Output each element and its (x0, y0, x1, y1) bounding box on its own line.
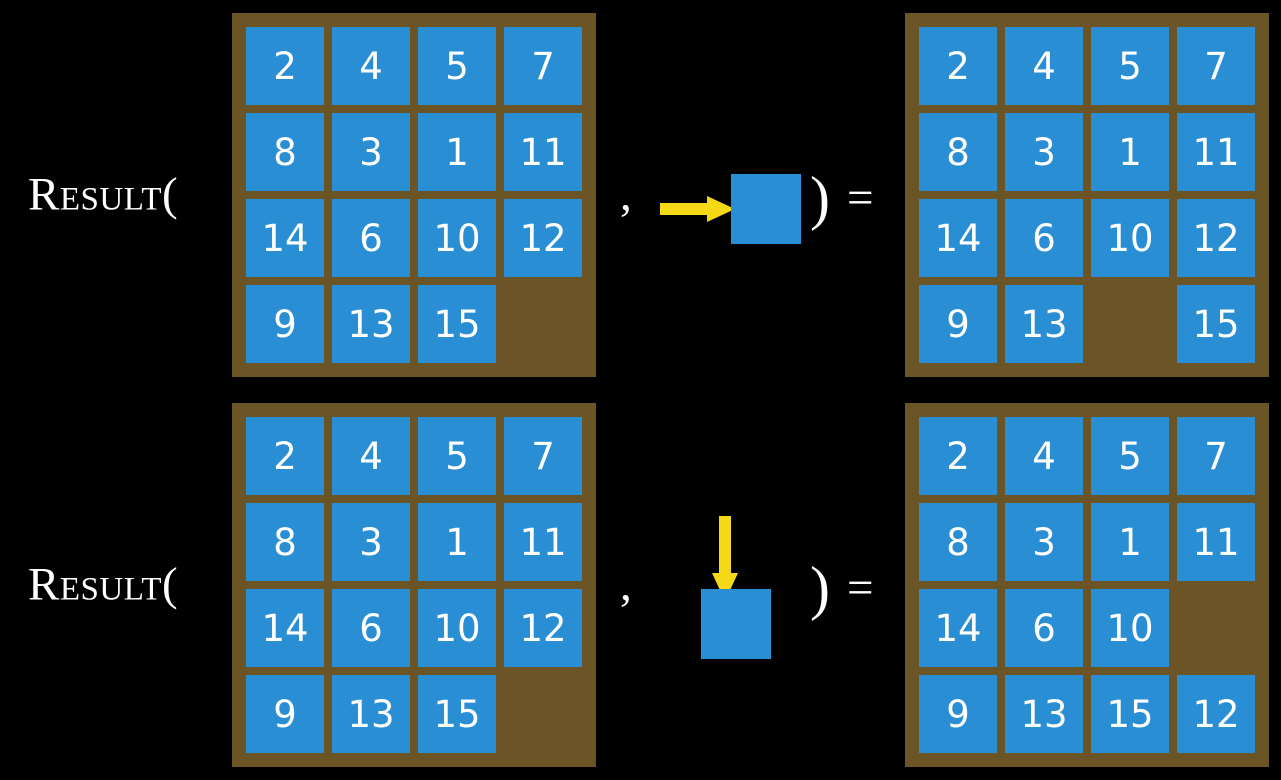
tile: 10 (418, 589, 496, 667)
tile: 8 (919, 503, 997, 581)
tile: 1 (418, 113, 496, 191)
tile: 3 (1005, 503, 1083, 581)
tile: 15 (418, 675, 496, 753)
tile: 5 (1091, 27, 1169, 105)
right-paren: ) (810, 165, 830, 231)
tile: 5 (1091, 417, 1169, 495)
tile: 14 (246, 589, 324, 667)
result-label-row-1: Result( (28, 168, 179, 221)
tile: 13 (1005, 675, 1083, 753)
tile: 13 (332, 285, 410, 363)
tile: 3 (332, 113, 410, 191)
result-label-row-2: Result( (28, 558, 179, 611)
tile: 3 (1005, 113, 1083, 191)
tile: 14 (919, 589, 997, 667)
operator-area-row-1: , ) = (600, 0, 905, 390)
tile: 1 (1091, 113, 1169, 191)
tile: 13 (332, 675, 410, 753)
tile: 2 (246, 27, 324, 105)
output-state-row-1: 2 4 5 7 8 3 1 11 14 6 10 12 9 13 15 (905, 13, 1269, 377)
tile: 6 (332, 589, 410, 667)
tile: 1 (1091, 503, 1169, 581)
tile: 4 (332, 27, 410, 105)
tile: 8 (246, 503, 324, 581)
arrow-right-icon (660, 196, 735, 222)
tile: 5 (418, 417, 496, 495)
tile: 10 (1091, 589, 1169, 667)
comma-separator: , (620, 559, 632, 611)
tile: 9 (919, 285, 997, 363)
tile: 4 (1005, 27, 1083, 105)
tile: 14 (919, 199, 997, 277)
blank-tile (1177, 589, 1255, 667)
equals-sign: = (847, 562, 874, 614)
tile: 2 (246, 417, 324, 495)
blank-tile (504, 285, 582, 363)
tile: 7 (1177, 417, 1255, 495)
tile: 6 (1005, 199, 1083, 277)
tile: 6 (1005, 589, 1083, 667)
tile: 12 (504, 199, 582, 277)
tile: 15 (1177, 285, 1255, 363)
tile: 15 (1091, 675, 1169, 753)
tile: 7 (504, 417, 582, 495)
tile: 14 (246, 199, 324, 277)
tile: 4 (1005, 417, 1083, 495)
comma-separator: , (620, 169, 632, 221)
tile: 8 (246, 113, 324, 191)
input-state-row-2: 2 4 5 7 8 3 1 11 14 6 10 12 9 13 15 (232, 403, 596, 767)
tile: 12 (1177, 675, 1255, 753)
tile: 15 (418, 285, 496, 363)
tile: 7 (1177, 27, 1255, 105)
right-paren: ) (810, 555, 830, 621)
tile: 2 (919, 417, 997, 495)
tile: 11 (504, 113, 582, 191)
equals-sign: = (847, 172, 874, 224)
operator-area-row-2: , ) = (600, 390, 905, 780)
tile: 12 (1177, 199, 1255, 277)
equation-row-2: Result( 2 4 5 7 8 3 1 11 14 6 10 12 9 13… (0, 390, 1281, 780)
tile: 7 (504, 27, 582, 105)
action-tile-row-1 (731, 174, 801, 244)
tile: 4 (332, 417, 410, 495)
arrow-down-icon (712, 516, 738, 601)
output-state-row-2: 2 4 5 7 8 3 1 11 14 6 10 9 13 15 12 (905, 403, 1269, 767)
tile: 6 (332, 199, 410, 277)
tile: 12 (504, 589, 582, 667)
tile: 10 (418, 199, 496, 277)
tile: 11 (504, 503, 582, 581)
action-tile-row-2 (701, 589, 771, 659)
input-state-row-1: 2 4 5 7 8 3 1 11 14 6 10 12 9 13 15 (232, 13, 596, 377)
tile: 5 (418, 27, 496, 105)
tile: 13 (1005, 285, 1083, 363)
tile: 2 (919, 27, 997, 105)
tile: 9 (246, 675, 324, 753)
equation-row-1: Result( 2 4 5 7 8 3 1 11 14 6 10 12 9 13… (28, 0, 1269, 390)
tile: 11 (1177, 503, 1255, 581)
tile: 9 (246, 285, 324, 363)
tile: 3 (332, 503, 410, 581)
tile: 11 (1177, 113, 1255, 191)
tile: 9 (919, 675, 997, 753)
tile: 1 (418, 503, 496, 581)
tile: 8 (919, 113, 997, 191)
blank-tile (1091, 285, 1169, 363)
blank-tile (504, 675, 582, 753)
tile: 10 (1091, 199, 1169, 277)
